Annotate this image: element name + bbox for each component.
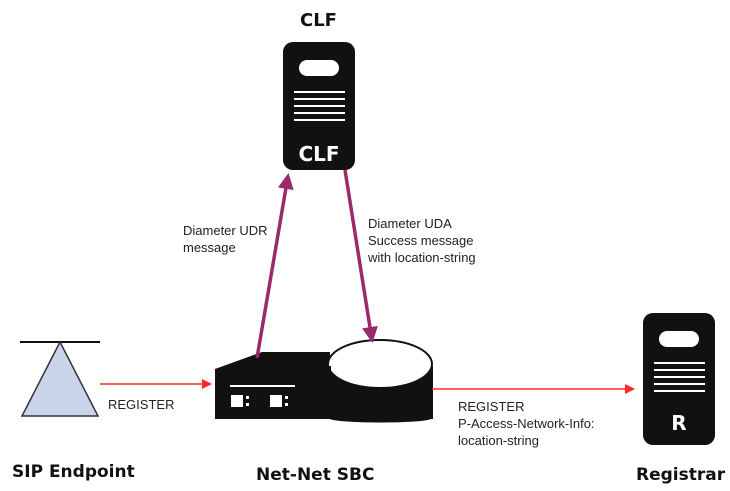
sbc-device-icon [215,339,433,423]
diameter-udr-line-1: Diameter UDR [183,223,268,238]
diameter-uda-line-2: Success message [368,233,474,248]
diameter-uda-line-1: Diameter UDA [368,216,452,231]
register-out-line-1: REGISTER [458,399,525,414]
registrar-server-label: R [671,411,686,435]
register-in-label: REGISTER [108,397,175,412]
diameter-udr-line-2: message [183,240,236,255]
sip-endpoint-icon [20,340,100,417]
clf-title: CLF [300,10,337,31]
registrar-server-icon: R [643,313,715,445]
clf-server-label: CLF [298,142,339,166]
register-out-line-3: location-string [458,433,539,448]
diameter-udr-label: Diameter UDR message [183,222,268,256]
diameter-uda-line-3: with location-string [368,250,476,265]
diameter-uda-arrow [343,169,378,343]
diameter-udr-arrow [255,173,294,359]
register-out-label: REGISTER P-Access-Network-Info: location… [458,398,595,449]
register-out-line-2: P-Access-Network-Info: [458,416,595,431]
diameter-uda-label: Diameter UDA Success message with locati… [368,215,476,266]
clf-server-icon: CLF [283,42,355,170]
sip-endpoint-title: SIP Endpoint [12,462,135,482]
registrar-title: Registrar [636,465,726,485]
sbc-title: Net-Net SBC [256,465,375,485]
